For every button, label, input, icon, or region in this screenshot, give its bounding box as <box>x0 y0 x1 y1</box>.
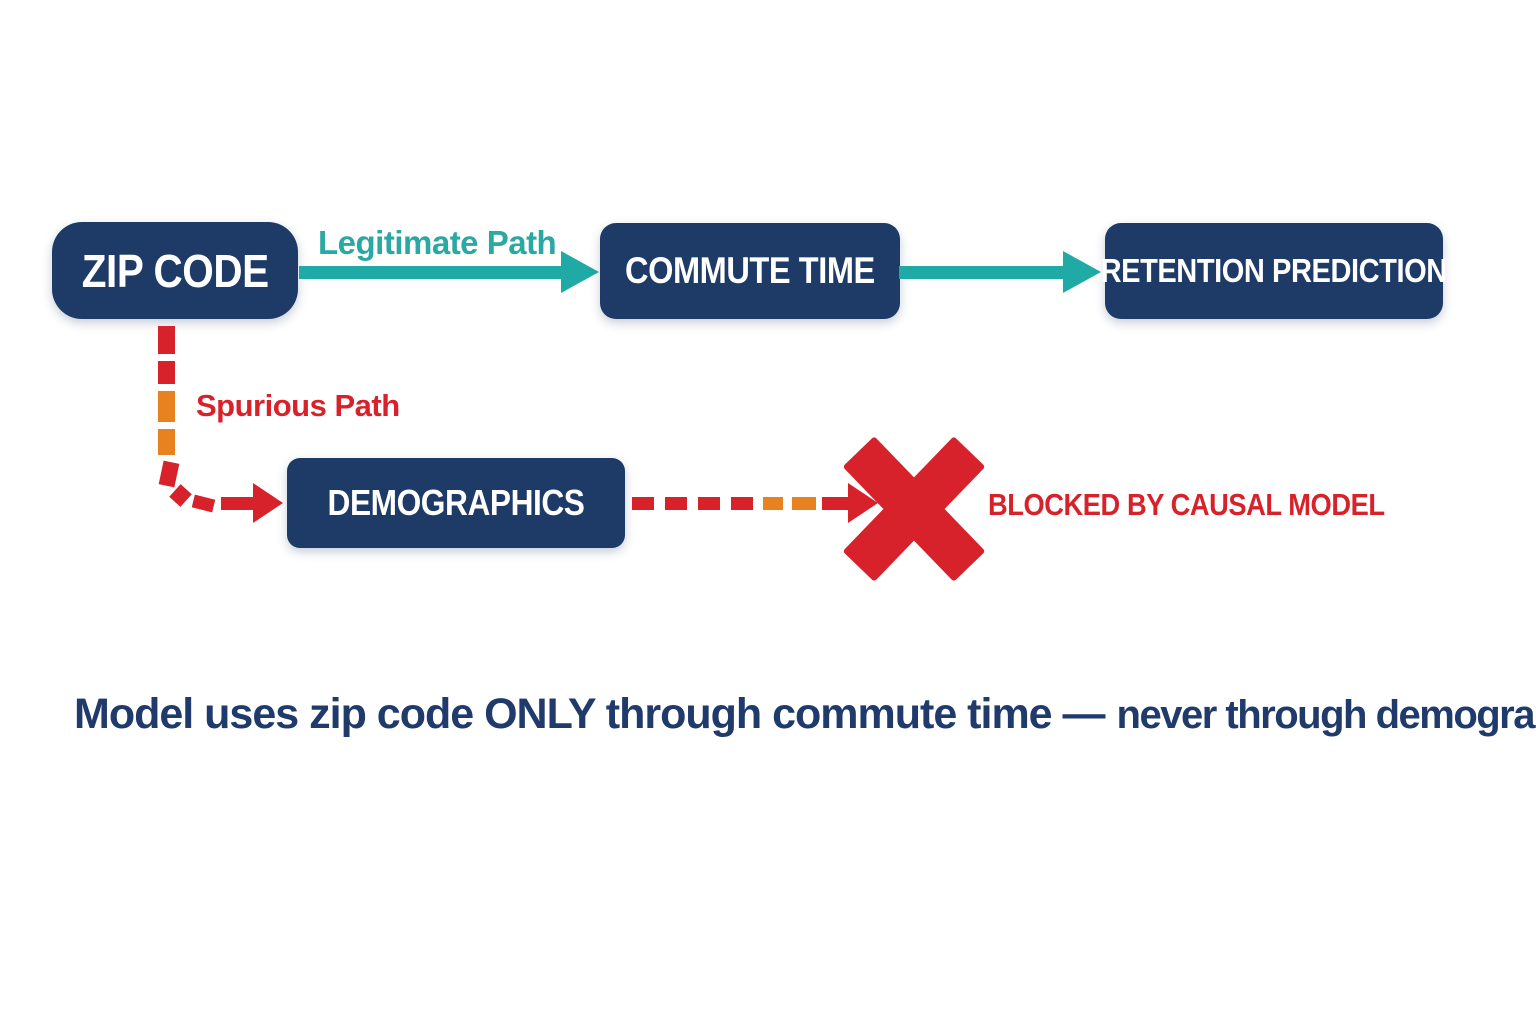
blocked-dash <box>731 497 753 510</box>
prediction-arrow-head-icon <box>1063 251 1101 293</box>
spurious-dash <box>169 484 192 507</box>
legitimate-arrow-head-icon <box>561 251 599 293</box>
demographics-node: DEMOGRAPHICS <box>287 458 625 548</box>
spurious-dash <box>158 326 175 354</box>
blocked-dash <box>698 497 720 510</box>
blocked-x-icon <box>842 436 986 582</box>
spurious-dash <box>158 460 180 488</box>
spurious-path-label: Spurious Path <box>196 388 400 423</box>
retention-prediction-node: RETENTION PREDICTION <box>1101 223 1448 319</box>
blocked-dash <box>665 497 687 510</box>
legitimate-path-label: Legitimate Path <box>318 224 557 261</box>
blocked-by-causal-model-label: BLOCKED BY CAUSAL MODEL <box>988 487 1385 522</box>
spurious-dash <box>158 429 175 455</box>
spurious-arrow-shaft <box>221 497 253 510</box>
blocked-arrow-shaft <box>822 497 848 510</box>
caption-main: Model uses zip code ONLY through commute… <box>74 690 1106 738</box>
blocked-dash <box>792 497 816 510</box>
blocked-dash <box>763 497 783 510</box>
retention-prediction-label: RETENTION PREDICTION <box>1100 252 1448 289</box>
caption-emphasis: never through demographics. <box>1116 693 1536 737</box>
spurious-dash <box>158 391 175 422</box>
zip-code-node: ZIP CODE <box>52 222 298 319</box>
legitimate-arrow-shaft <box>299 266 561 279</box>
spurious-arrow-head-icon <box>253 483 283 523</box>
prediction-arrow-shaft <box>899 266 1063 279</box>
diagram-caption: Model uses zip code ONLY through commute… <box>74 690 1536 739</box>
demographics-label: DEMOGRAPHICS <box>327 482 585 523</box>
spurious-dash <box>158 361 175 384</box>
blocked-dash <box>632 497 654 510</box>
commute-time-node: COMMUTE TIME <box>600 223 900 319</box>
spurious-dash <box>191 494 216 513</box>
zip-code-label: ZIP CODE <box>81 244 269 297</box>
commute-time-label: COMMUTE TIME <box>625 250 875 291</box>
